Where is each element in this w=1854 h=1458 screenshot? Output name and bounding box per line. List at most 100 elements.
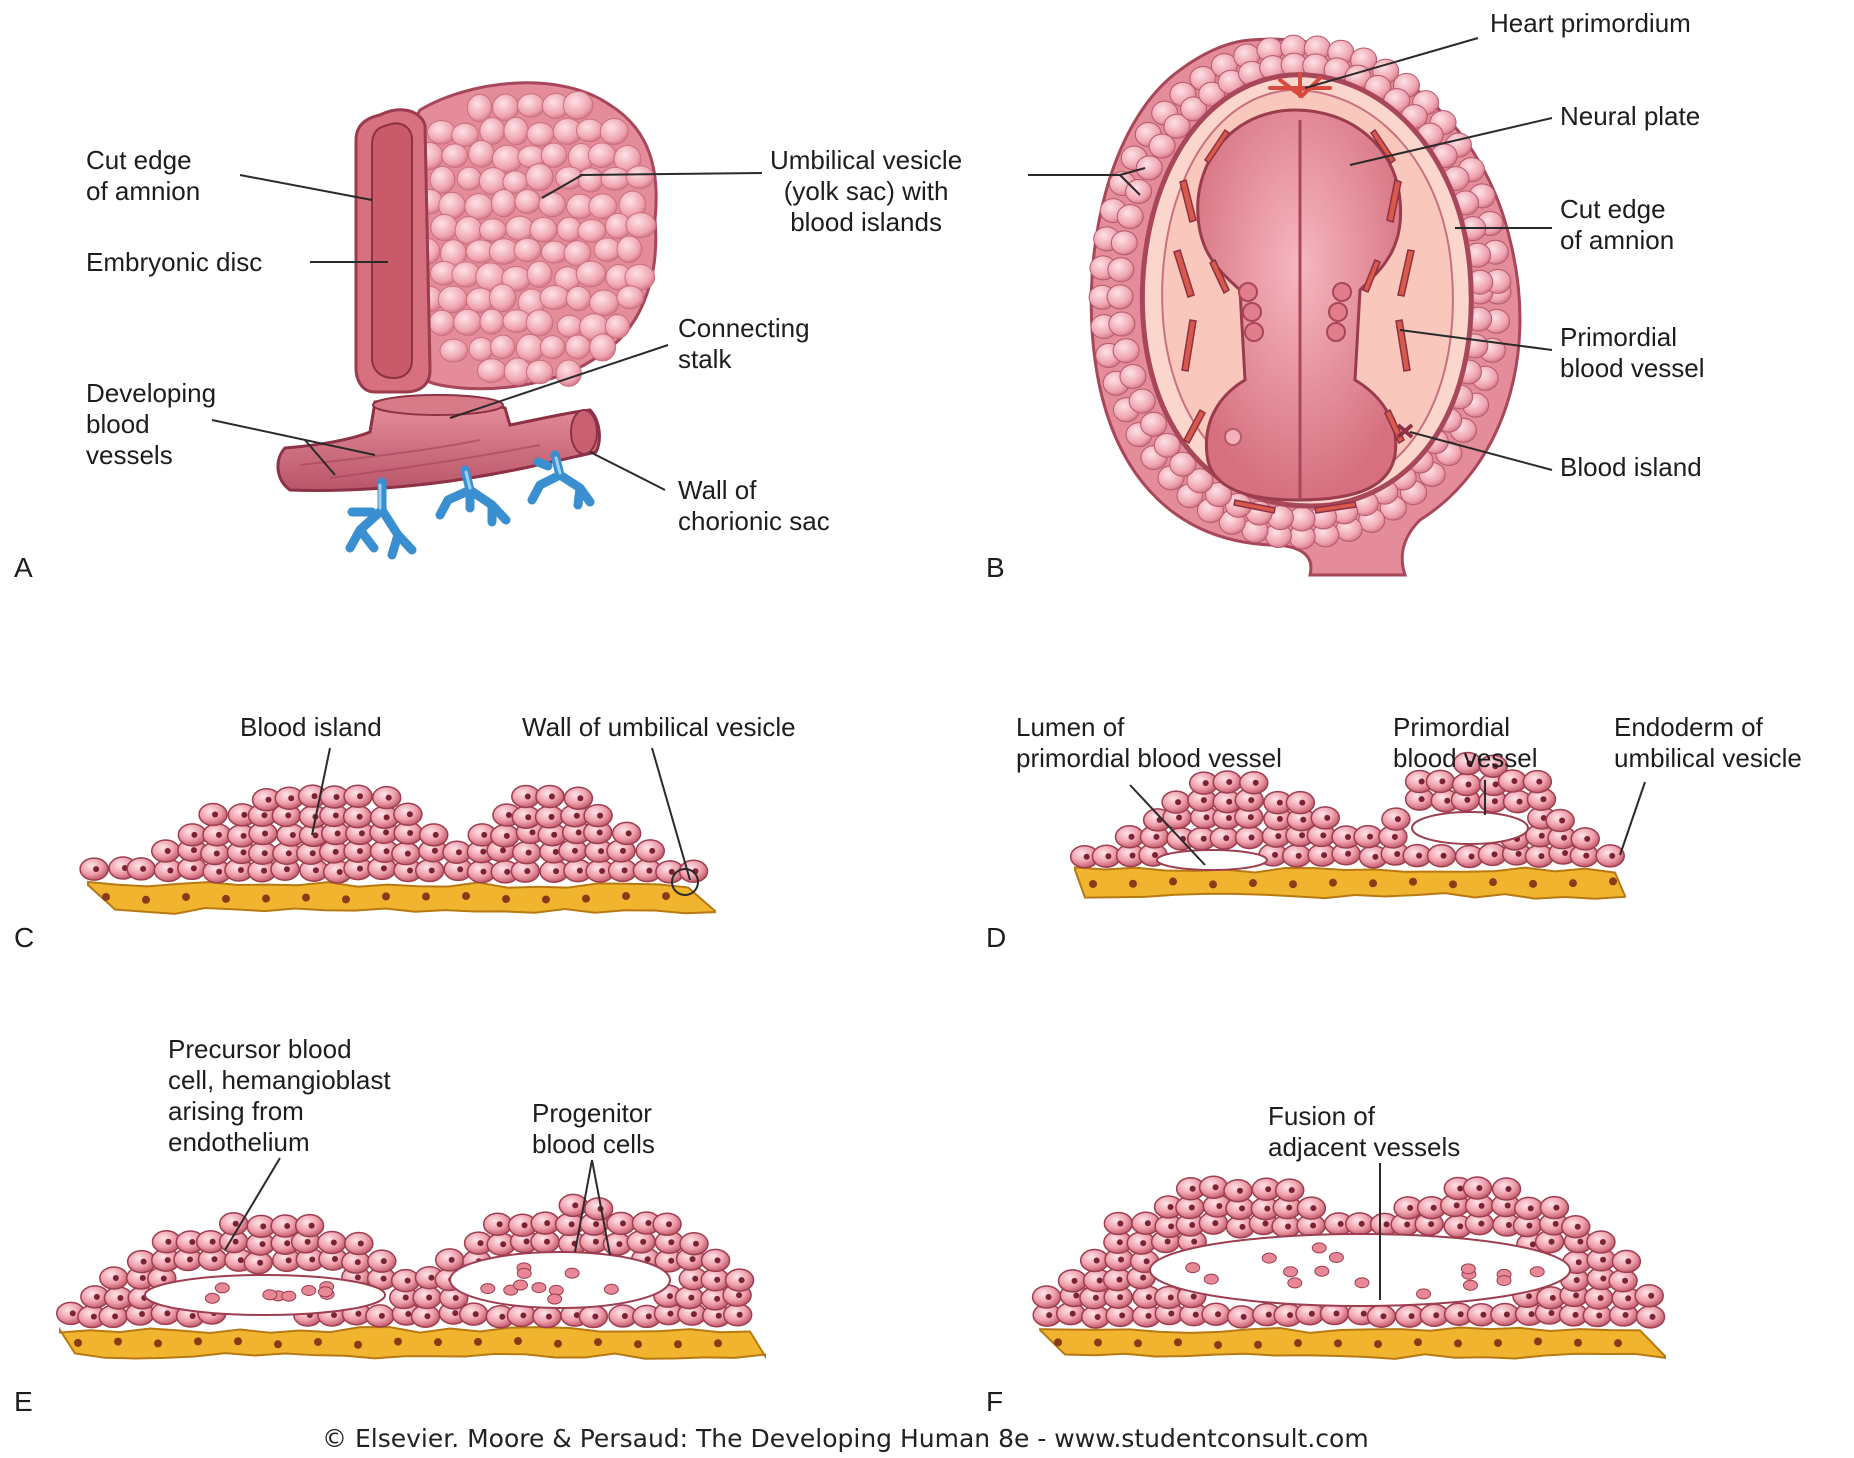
cell-nucleus	[1574, 1223, 1581, 1230]
cell-nucleus	[1600, 1275, 1607, 1282]
cell-nucleus	[525, 814, 532, 821]
a-connecting-stalk	[276, 397, 601, 492]
endoderm-nucleus	[342, 895, 350, 904]
cell-nucleus	[1247, 814, 1254, 821]
c-wall-umbilical-vesicle-label: Wall of umbilical vesicle	[522, 712, 796, 742]
cell-nucleus	[1516, 798, 1523, 805]
cell-nucleus	[1394, 816, 1401, 823]
yolk-blood-island	[588, 193, 618, 220]
cell-nucleus	[1045, 1293, 1052, 1300]
panel-label-e: E	[14, 1386, 33, 1417]
cell-nucleus	[1252, 779, 1259, 786]
cell-nucleus	[1337, 1220, 1344, 1227]
cell-nucleus	[1310, 1205, 1317, 1212]
cell-nucleus	[284, 866, 291, 873]
cell-nucleus	[265, 796, 272, 803]
panel-d-illustration	[1069, 751, 1626, 900]
cell-nucleus	[668, 868, 675, 875]
cell-nucleus	[237, 867, 244, 874]
cell-nucleus	[1239, 1205, 1246, 1212]
cell-nucleus	[1215, 1311, 1222, 1318]
cell-nucleus	[667, 1310, 674, 1317]
cell-nucleus	[599, 868, 606, 875]
endoderm-nucleus	[1209, 880, 1217, 889]
blood-cell	[516, 1267, 532, 1279]
blood-cell	[547, 1293, 563, 1305]
yolk-blood-island	[490, 334, 516, 360]
cell-nucleus	[523, 1238, 530, 1245]
vesicle-cell	[1148, 133, 1176, 159]
endoderm-nucleus	[582, 894, 590, 903]
cell-nucleus	[139, 1274, 146, 1281]
cell-nucleus	[1552, 1220, 1559, 1227]
cell-nucleus	[551, 831, 558, 838]
vesicle-cell	[1205, 481, 1233, 507]
cell-nucleus	[1504, 1202, 1511, 1209]
cell-nucleus	[1140, 1274, 1147, 1281]
cell-nucleus	[693, 1240, 700, 1247]
cell-nucleus	[1528, 1311, 1535, 1318]
cell-nucleus	[309, 850, 316, 857]
cell-nucleus	[1333, 1310, 1340, 1317]
cell-nucleus	[1140, 1240, 1147, 1247]
cell-nucleus	[1478, 1220, 1485, 1227]
cell-nucleus	[714, 1257, 721, 1264]
cell-nucleus	[383, 848, 390, 855]
cell-nucleus	[524, 793, 531, 800]
yolk-blood-island	[439, 338, 469, 363]
a-wall-chorionic-sac-label: Wall of chorionic sac	[678, 475, 830, 536]
cell-nucleus	[357, 1240, 364, 1247]
yolk-blood-island	[503, 116, 529, 146]
endoderm-nucleus	[234, 1337, 242, 1346]
cell-nucleus	[404, 850, 411, 857]
cell-nucleus	[140, 1258, 147, 1265]
yolk-blood-island	[556, 314, 583, 338]
cell-nucleus	[1083, 853, 1090, 860]
cell-nucleus	[525, 849, 532, 856]
endoderm-nucleus	[1169, 877, 1177, 886]
endoderm-nucleus	[514, 1337, 522, 1346]
cell-nucleus	[1128, 833, 1135, 840]
cell-nucleus	[1176, 814, 1183, 821]
cell-nucleus	[500, 1241, 507, 1248]
cell-nucleus	[1480, 1311, 1487, 1318]
a-stalk-top	[372, 394, 504, 416]
endoderm-nucleus	[354, 1340, 362, 1349]
vesicle-cell	[1119, 364, 1147, 390]
cell-nucleus	[1464, 796, 1471, 803]
endoderm-layer	[87, 880, 716, 915]
endoderm-nucleus	[1454, 1339, 1462, 1348]
cell-nucleus	[1143, 1258, 1150, 1265]
cell-nucleus	[428, 1274, 435, 1281]
cell-nucleus	[1192, 1311, 1199, 1318]
cell-nucleus	[524, 868, 531, 875]
cell-nucleus	[232, 1220, 239, 1227]
endoderm-nucleus	[662, 892, 670, 901]
cell-nucleus	[1540, 814, 1547, 821]
cell-nucleus	[1344, 834, 1351, 841]
a-leader-lines	[211, 172, 763, 491]
cell-nucleus	[1145, 1312, 1152, 1319]
blood-cell	[281, 1290, 297, 1302]
vesicle-cell	[1186, 468, 1214, 494]
blood-cell	[1462, 1279, 1478, 1291]
blood-cell	[1328, 1251, 1344, 1263]
cell-nucleus	[1383, 1221, 1390, 1228]
cell-nucleus	[553, 868, 560, 875]
cell-nucleus	[1191, 1238, 1198, 1245]
d-endoderm-label: Endoderm of umbilical vesicle	[1614, 712, 1802, 773]
cell-nucleus	[1468, 853, 1475, 860]
cell-nucleus	[1096, 1277, 1103, 1284]
endoderm-nucleus	[1294, 1339, 1302, 1348]
endoderm-nucleus	[274, 1340, 282, 1349]
blood-cell	[301, 1284, 317, 1296]
endoderm-nucleus	[1534, 1337, 1542, 1346]
cell-nucleus	[1505, 1222, 1512, 1229]
cell-nucleus	[1285, 1223, 1292, 1230]
endoderm-nucleus	[622, 892, 630, 901]
cell-nucleus	[431, 847, 438, 854]
a-vessel-streaks	[299, 439, 541, 479]
cell-nucleus	[1212, 1220, 1219, 1227]
endoderm-nucleus	[1329, 878, 1337, 887]
yolk-blood-island	[437, 285, 468, 314]
